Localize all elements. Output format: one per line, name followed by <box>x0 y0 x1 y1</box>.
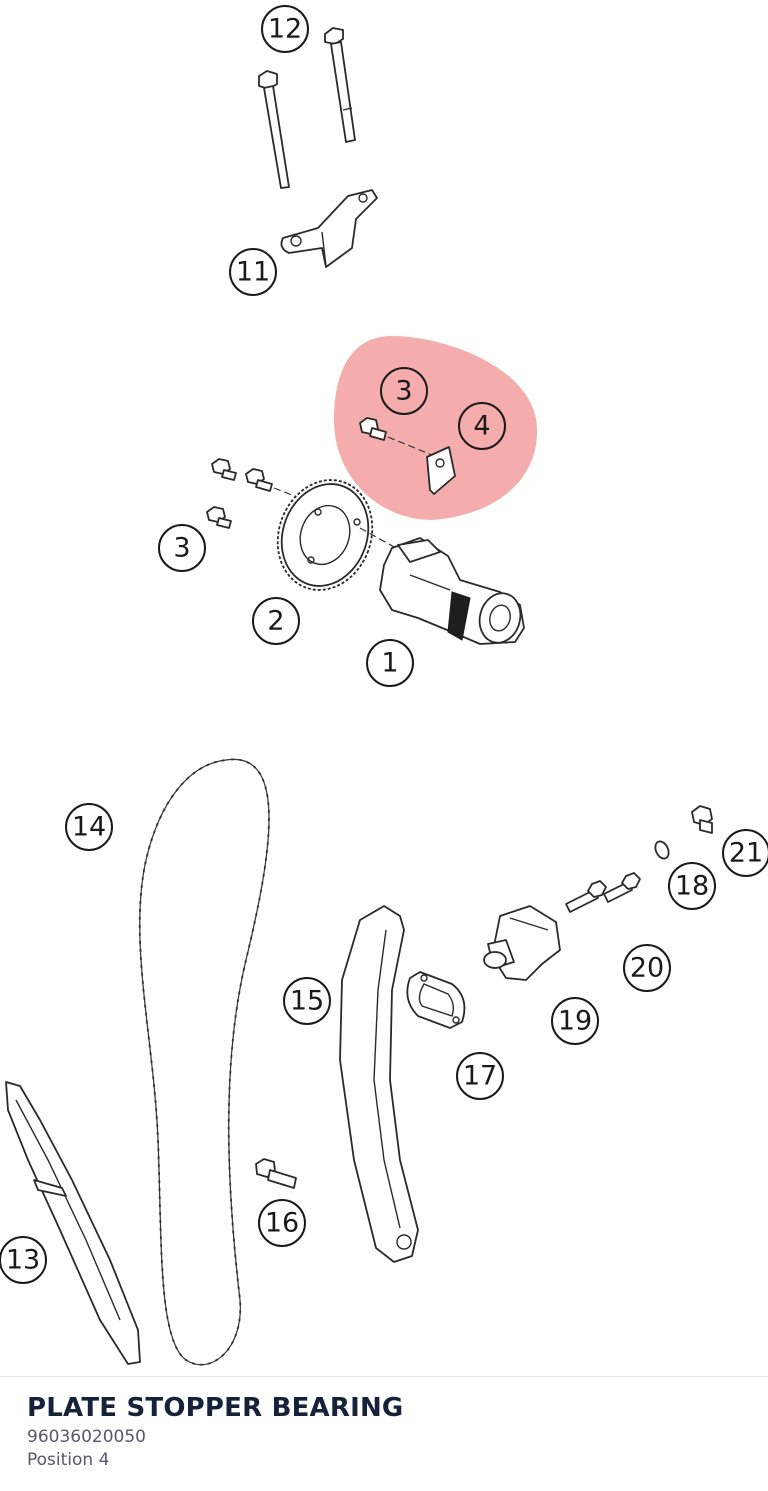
svg-text:14: 14 <box>72 812 106 843</box>
svg-text:12: 12 <box>268 14 302 45</box>
svg-text:2: 2 <box>267 606 284 637</box>
part-18-o-ring[interactable] <box>653 839 671 860</box>
part-11-bracket[interactable] <box>280 189 378 268</box>
svg-text:18: 18 <box>675 871 709 902</box>
callout-14[interactable]: 14 <box>65 803 113 851</box>
part-info-panel: PLATE STOPPER BEARING 96036020050 Positi… <box>0 1376 768 1491</box>
exploded-parts-diagram: 12 11 3 4 3 2 1 14 21 18 20 15 19 17 16 … <box>0 5 768 1371</box>
callout-2[interactable]: 2 <box>252 597 300 645</box>
part-1-camshaft[interactable] <box>379 537 526 647</box>
callout-3-lower[interactable]: 3 <box>158 524 206 572</box>
part-14-timing-chain[interactable] <box>133 753 275 1371</box>
part-name: PLATE STOPPER BEARING <box>27 1393 404 1423</box>
selected-part-highlight <box>334 336 538 520</box>
callout-15[interactable]: 15 <box>283 977 331 1025</box>
part-15-guide-rail[interactable] <box>339 905 419 1263</box>
callout-18[interactable]: 18 <box>668 862 716 910</box>
svg-text:4: 4 <box>473 411 490 442</box>
part-4-plate-stopper-bearing[interactable] <box>426 446 456 495</box>
svg-text:15: 15 <box>290 986 324 1017</box>
part-21-plug[interactable] <box>691 805 713 834</box>
callout-11[interactable]: 11 <box>229 248 277 296</box>
svg-text:11: 11 <box>236 257 270 288</box>
part-20-bolts[interactable] <box>565 872 641 913</box>
callout-16[interactable]: 16 <box>258 1199 306 1247</box>
part-3-screws-lower[interactable] <box>206 458 311 529</box>
svg-text:21: 21 <box>729 838 763 869</box>
svg-text:20: 20 <box>630 953 664 984</box>
svg-text:19: 19 <box>558 1006 592 1037</box>
callout-20[interactable]: 20 <box>623 944 671 992</box>
svg-text:1: 1 <box>381 648 398 679</box>
part-16-bolt[interactable] <box>255 1158 297 1189</box>
callout-1[interactable]: 1 <box>366 639 414 687</box>
svg-text:16: 16 <box>265 1208 299 1239</box>
part-2-sprocket[interactable] <box>263 467 397 604</box>
callout-13[interactable]: 13 <box>0 1236 47 1284</box>
part-position: Position 4 <box>27 1450 110 1470</box>
part-12-bolts[interactable] <box>258 27 356 189</box>
part-19-chain-tensioner[interactable] <box>483 905 561 981</box>
part-17-gasket[interactable] <box>406 971 466 1029</box>
part-13-tensioner-rail[interactable] <box>5 1081 141 1365</box>
callout-3-upper[interactable]: 3 <box>380 367 428 415</box>
svg-text:3: 3 <box>173 533 190 564</box>
part-number: 96036020050 <box>27 1427 146 1447</box>
callout-12[interactable]: 12 <box>261 5 309 53</box>
callout-19[interactable]: 19 <box>551 997 599 1045</box>
svg-text:3: 3 <box>395 376 412 407</box>
part-3-screw-upper[interactable] <box>359 417 433 456</box>
callout-21[interactable]: 21 <box>722 829 768 877</box>
callout-17[interactable]: 17 <box>456 1052 504 1100</box>
svg-text:17: 17 <box>463 1061 497 1092</box>
callout-4[interactable]: 4 <box>458 402 506 450</box>
svg-text:13: 13 <box>6 1245 40 1276</box>
